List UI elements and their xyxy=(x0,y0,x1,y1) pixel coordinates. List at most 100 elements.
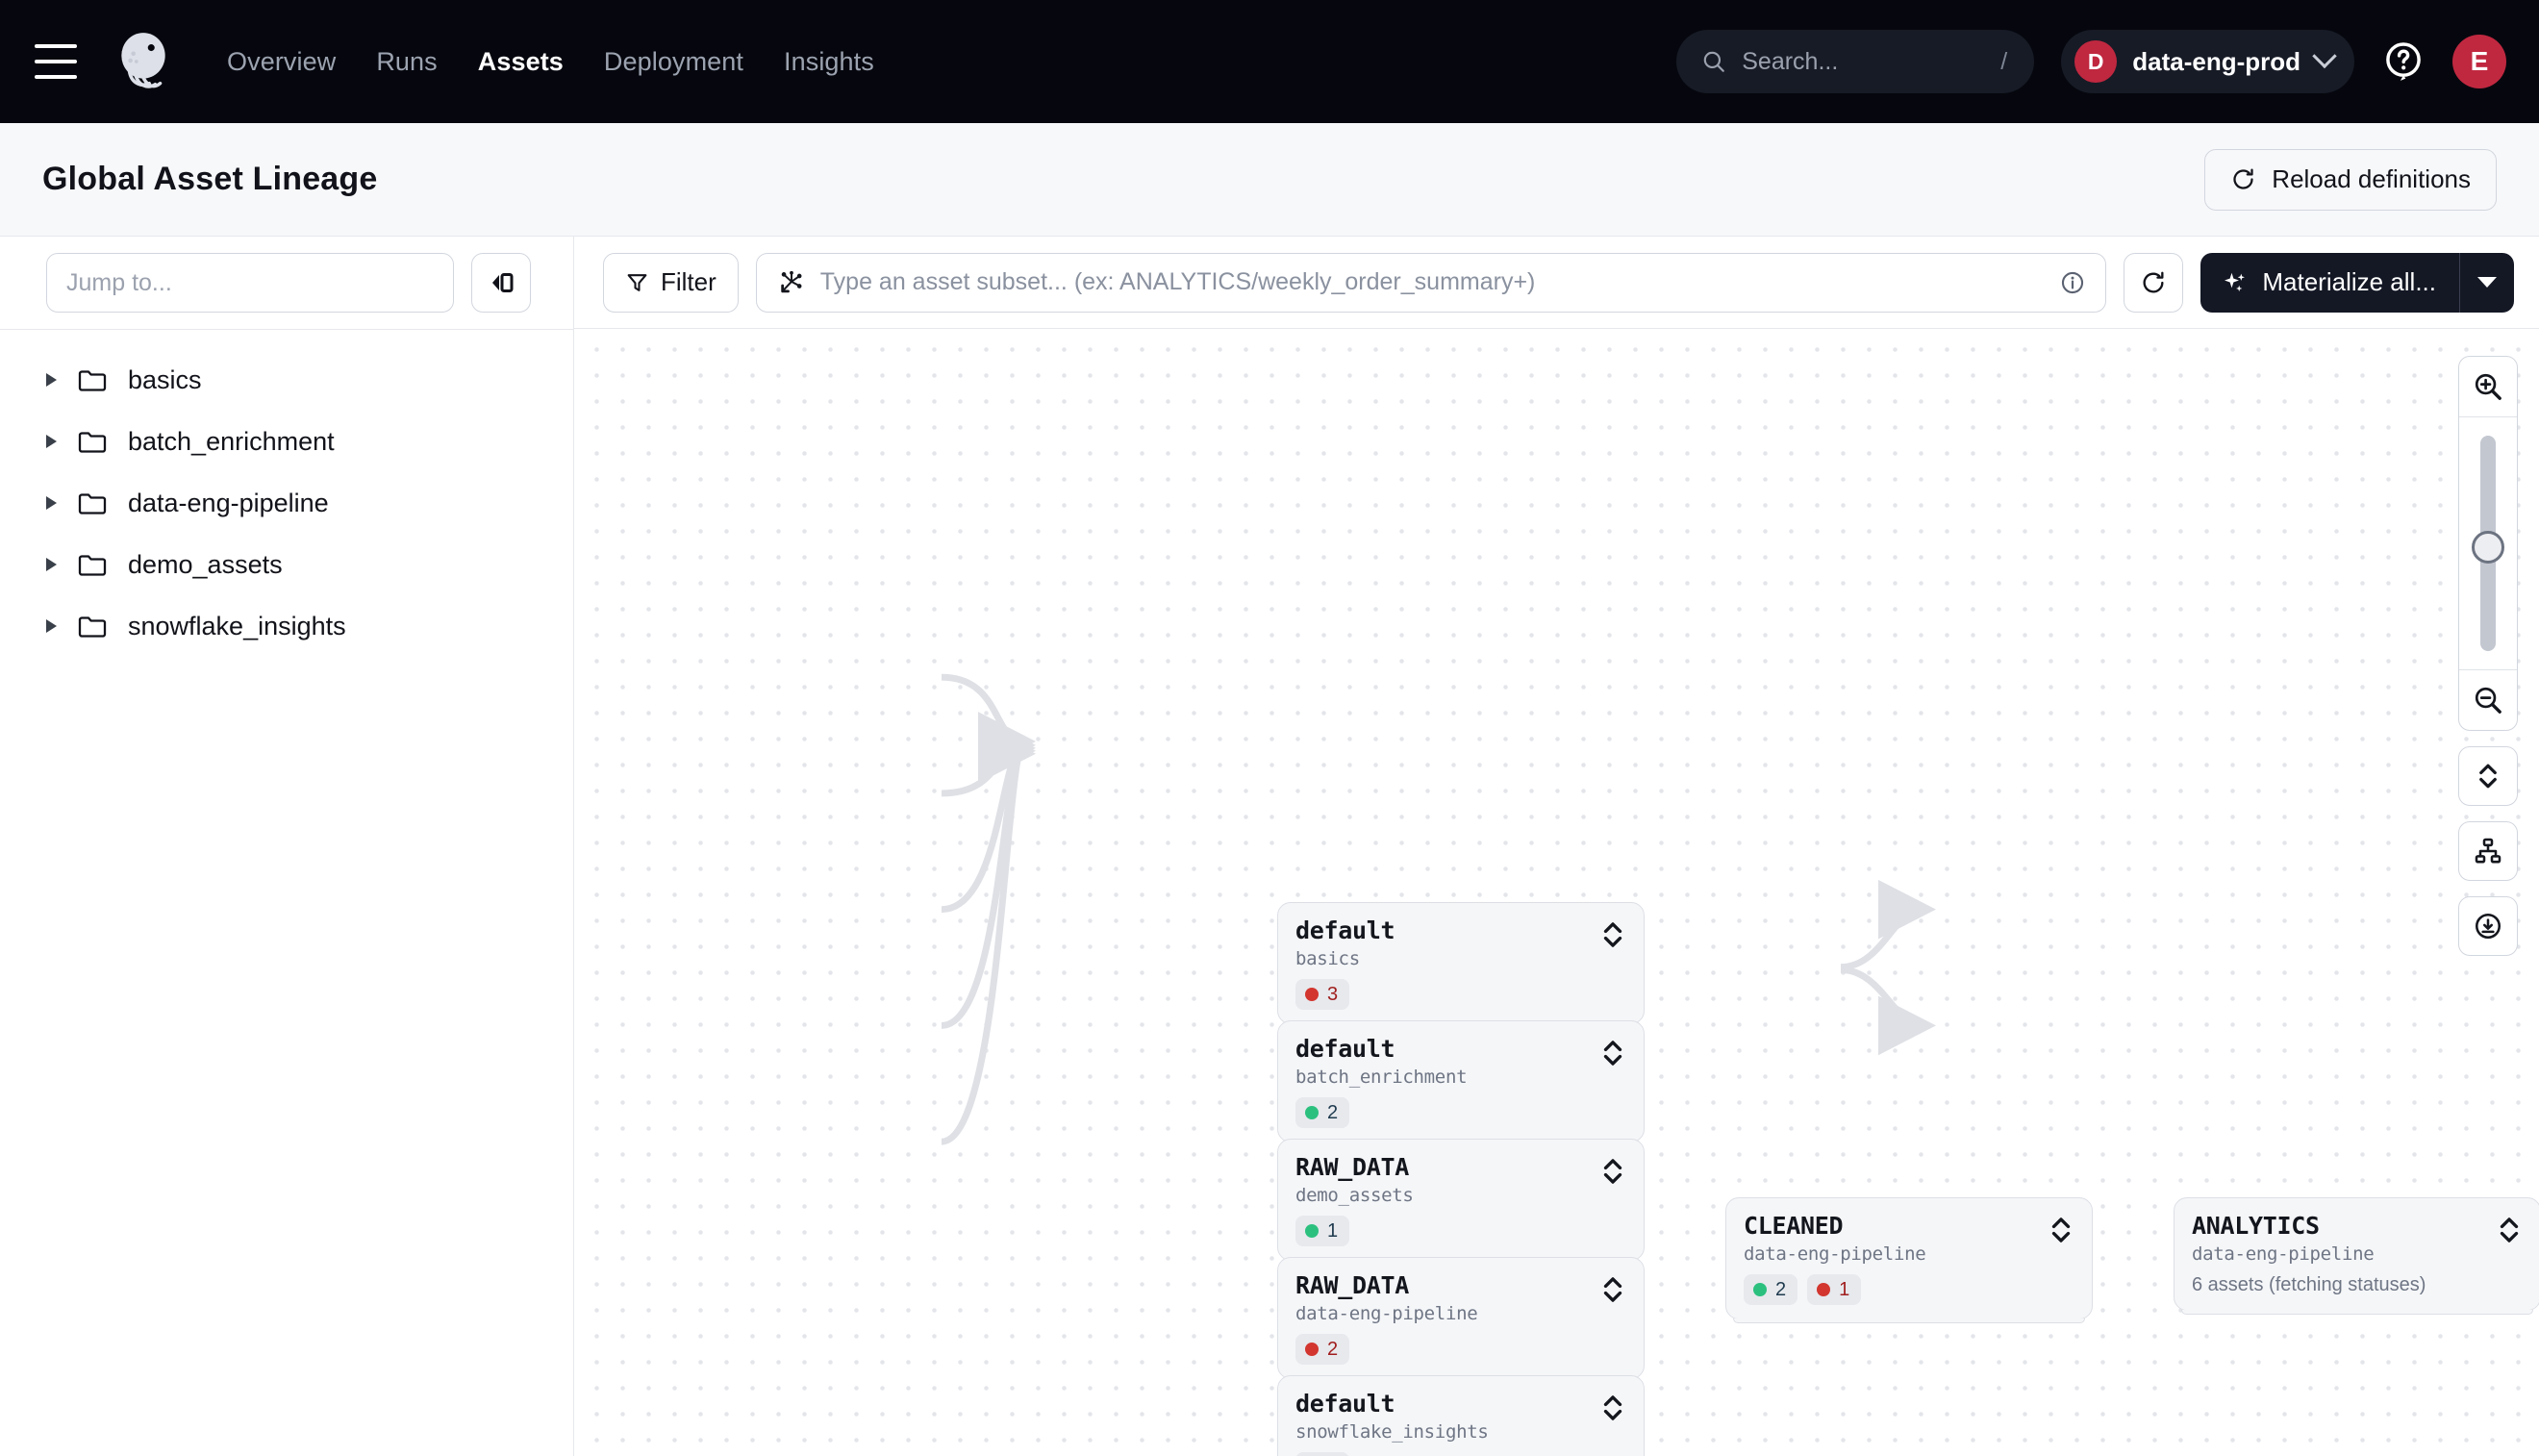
sidebar-item-basics[interactable]: basics xyxy=(0,349,573,411)
expand-collapse-icon[interactable] xyxy=(1601,1273,1624,1306)
node-subtitle: basics xyxy=(1295,948,1360,969)
status-badge[interactable]: 2 xyxy=(1295,1334,1350,1365)
reload-definitions-button[interactable]: Reload definitions xyxy=(2204,148,2497,211)
node-text: RAW_DATA demo_assets xyxy=(1295,1153,1601,1206)
status-badge[interactable]: 1 xyxy=(1807,1274,1862,1305)
user-avatar[interactable]: E xyxy=(2452,35,2506,88)
zoom-slider-group xyxy=(2458,356,2518,731)
status-badge[interactable]: 3 xyxy=(1295,979,1350,1010)
sidebar-item-data-eng-pipeline[interactable]: data-eng-pipeline xyxy=(0,472,573,534)
node-status-badges: 2 1 xyxy=(1744,1274,2073,1305)
node-header: default basics xyxy=(1295,916,1624,969)
deployment-switcher[interactable]: D data-eng-prod xyxy=(2061,30,2354,93)
graph-toolbar: Filter Type an asset subset... (ex: ANA xyxy=(574,237,2539,329)
status-dot-failed xyxy=(1305,988,1319,1001)
refresh-icon xyxy=(2143,271,2164,292)
status-dot-ok xyxy=(1305,1106,1319,1119)
zoom-slider[interactable] xyxy=(2459,417,2517,669)
collapse-sidebar-icon[interactable] xyxy=(471,253,531,313)
global-search-input[interactable]: Search... / xyxy=(1676,30,2035,93)
sparkle-icon xyxy=(2225,272,2246,291)
status-badge[interactable]: 2 xyxy=(1295,1097,1350,1128)
hierarchy-layout-icon xyxy=(2475,838,2501,864)
sidebar-item-snowflake_insights[interactable]: snowflake_insights xyxy=(0,595,573,657)
zoom-out-button[interactable] xyxy=(2459,670,2517,730)
nav-link-runs[interactable]: Runs xyxy=(376,46,438,76)
refresh-graph-button[interactable] xyxy=(2124,252,2184,313)
dagster-logo-icon[interactable] xyxy=(112,30,175,93)
status-dot-ok xyxy=(1753,1283,1767,1296)
hamburger-menu-icon[interactable] xyxy=(35,44,77,79)
nav-link-deployment[interactable]: Deployment xyxy=(603,46,743,76)
chevron-right-icon[interactable] xyxy=(46,558,57,571)
node-stack-layer xyxy=(1733,1318,2085,1323)
download-graph-button[interactable] xyxy=(2458,896,2518,956)
jump-to-input[interactable] xyxy=(46,253,454,313)
node-stack-layer xyxy=(2181,1310,2533,1315)
sidebar-item-demo_assets[interactable]: demo_assets xyxy=(0,534,573,595)
lineage-canvas[interactable]: default basics 3 xyxy=(574,329,2539,1456)
node-header: default snowflake_insights xyxy=(1295,1390,1624,1443)
sidebar-item-label: data-eng-pipeline xyxy=(128,488,329,517)
info-circle-icon[interactable] xyxy=(2059,269,2086,296)
chevron-right-icon[interactable] xyxy=(46,619,57,633)
nav-link-overview[interactable]: Overview xyxy=(227,46,337,76)
filter-button[interactable]: Filter xyxy=(603,252,739,313)
status-badge[interactable]: 1 xyxy=(1295,1216,1350,1246)
node-status-badges: 1 xyxy=(1295,1216,1624,1246)
expand-collapse-icon[interactable] xyxy=(1601,918,1624,951)
node-header: RAW_DATA demo_assets xyxy=(1295,1153,1624,1206)
nav-link-insights[interactable]: Insights xyxy=(784,46,874,76)
expand-collapse-icon[interactable] xyxy=(2049,1214,2073,1246)
node-header: ANALYTICS data-eng-pipeline xyxy=(2192,1212,2521,1265)
lineage-graph-pane: Filter Type an asset subset... (ex: ANA xyxy=(574,237,2539,1456)
chevron-right-icon[interactable] xyxy=(46,435,57,448)
asset-group-node[interactable]: ANALYTICS data-eng-pipeline 6 assets (fe… xyxy=(2174,1197,2539,1315)
layout-direction-button[interactable] xyxy=(2458,821,2518,881)
search-shortcut-hint: / xyxy=(2000,47,2008,75)
status-count: 3 xyxy=(1327,983,1339,1005)
help-question-icon[interactable] xyxy=(2381,39,2426,84)
asset-group-node[interactable]: CLEANED data-eng-pipeline 2 xyxy=(1725,1197,2093,1323)
expand-collapse-icon[interactable] xyxy=(1601,1155,1624,1188)
zoom-divider xyxy=(2459,416,2517,417)
node-title: default xyxy=(1295,1035,1395,1063)
page-header: Global Asset Lineage Reload definitions xyxy=(0,123,2539,237)
asset-group-node[interactable]: default basics 3 xyxy=(1277,902,1645,1028)
node-text: RAW_DATA data-eng-pipeline xyxy=(1295,1271,1601,1324)
asset-group-node[interactable]: RAW_DATA data-eng-pipeline 2 xyxy=(1277,1257,1645,1383)
materialize-dropdown-button[interactable] xyxy=(2460,253,2514,313)
asset-group-sidebar: basics batch_enrichment data-eng-pipelin… xyxy=(0,237,574,1456)
asset-group-node[interactable]: default batch_enrichment 2 xyxy=(1277,1020,1645,1146)
status-badge[interactable]: 1 xyxy=(1295,1452,1350,1456)
nav-link-assets[interactable]: Assets xyxy=(477,46,564,76)
collapse-sidebar-glyph xyxy=(492,273,514,292)
asset-group-node[interactable]: RAW_DATA demo_assets 1 xyxy=(1277,1139,1645,1265)
node-subtitle: batch_enrichment xyxy=(1295,1067,1468,1088)
node-subtitle: demo_assets xyxy=(1295,1185,1414,1206)
materialize-all-button[interactable]: Materialize all... xyxy=(2200,253,2459,313)
top-navigation-bar: Overview Runs Assets Deployment Insights… xyxy=(0,0,2539,123)
folder-icon xyxy=(78,616,107,638)
expand-collapse-all-button[interactable] xyxy=(2458,746,2518,806)
asset-group-node[interactable]: default snowflake_insights 1 xyxy=(1277,1375,1645,1456)
chevron-right-icon[interactable] xyxy=(46,373,57,387)
node-status-badges: 3 xyxy=(1295,979,1624,1010)
chevron-right-icon[interactable] xyxy=(46,496,57,510)
expand-collapse-icon[interactable] xyxy=(1601,1037,1624,1069)
folder-icon xyxy=(78,370,107,391)
expand-collapse-icon[interactable] xyxy=(1601,1392,1624,1424)
status-badge[interactable]: 2 xyxy=(1744,1274,1798,1305)
search-icon xyxy=(1703,51,1725,72)
materialize-separator xyxy=(2459,252,2460,313)
zoom-out-icon xyxy=(2475,687,2501,714)
node-header: RAW_DATA data-eng-pipeline xyxy=(1295,1271,1624,1324)
sidebar-item-batch_enrichment[interactable]: batch_enrichment xyxy=(0,411,573,472)
asset-subset-input[interactable]: Type an asset subset... (ex: ANALYTICS/w… xyxy=(755,252,2107,313)
sidebar-item-label: basics xyxy=(128,364,202,394)
zoom-slider-thumb[interactable] xyxy=(2472,531,2504,564)
sidebar-item-label: demo_assets xyxy=(128,549,283,579)
zoom-in-button[interactable] xyxy=(2459,357,2517,416)
expand-collapse-icon[interactable] xyxy=(2498,1214,2521,1246)
